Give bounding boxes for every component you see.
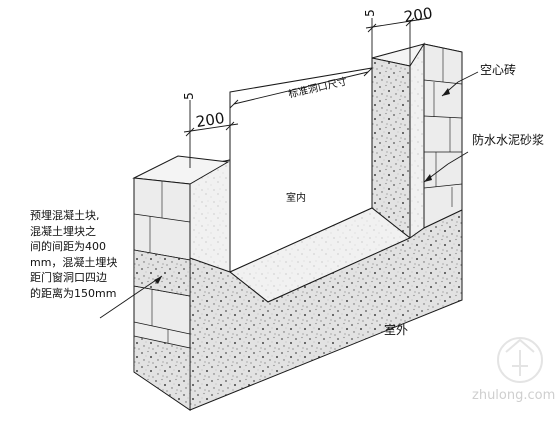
watermark-text: zhulong.com (472, 388, 556, 403)
right-axis-mark: 5 (362, 9, 377, 17)
right-brick-pier (371, 42, 463, 240)
leader-lines (99, 71, 479, 319)
note-line: 预埋混凝土块, (30, 209, 100, 222)
left-width-dimension: 200 (194, 108, 226, 132)
indoor-label: 室内 (286, 193, 306, 204)
dimension-lines (183, 17, 431, 168)
leader-arrows (154, 88, 450, 284)
note-line: 的距离为150mm (30, 286, 117, 300)
embedded-block-note: 预埋混凝土块, 混凝土埋块之 间的间距为400 mm，混凝土埋块 距门窗洞口四边… (30, 208, 140, 301)
left-axis-mark: 5 (181, 92, 196, 100)
note-line: mm，混凝土埋块 (30, 255, 118, 269)
waterproof-mortar-label: 防水水泥砂浆 (472, 133, 545, 147)
note-line: 间的间距为400 (30, 240, 106, 253)
left-brick-pier (132, 155, 230, 411)
note-line: 混凝土埋块之 (30, 224, 96, 238)
watermark-logo (497, 337, 543, 383)
right-width-dimension: 200 (402, 3, 434, 27)
front-wall (189, 159, 463, 411)
hollow-brick-label: 空心砖 (480, 63, 517, 77)
outdoor-label: 室外 (384, 323, 409, 337)
note-line: 距门窗洞口四边 (30, 271, 107, 284)
